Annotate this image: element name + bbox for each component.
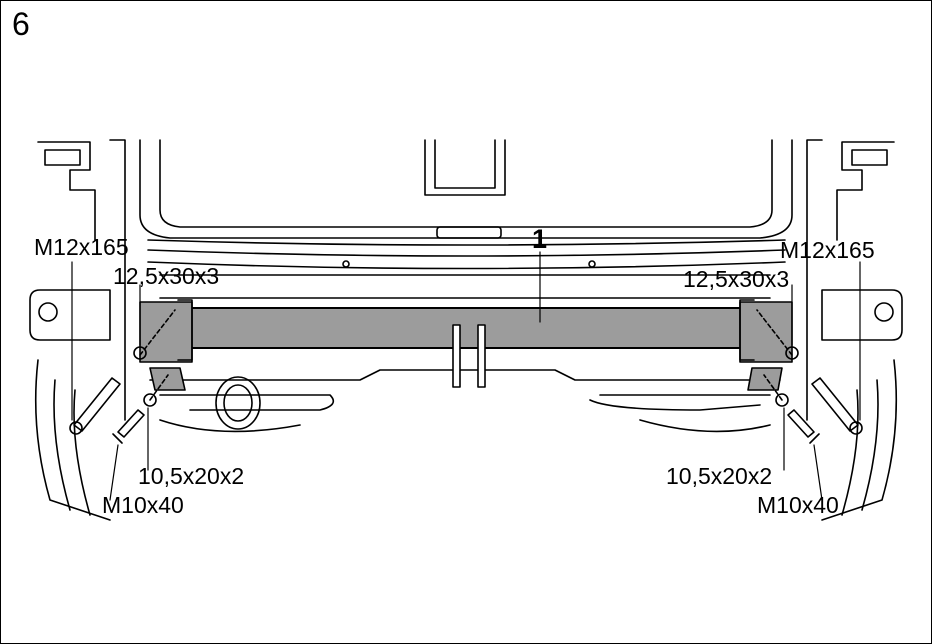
bolt-long-left-label: M12x165 [34,234,129,260]
underbody [149,369,781,433]
washer-large-left-label: 12,5x30x3 [113,263,220,289]
washer-small-right-label: 10,5x20x2 [666,463,773,489]
step-number: 6 [12,6,30,42]
bumper [147,239,786,299]
right-body-side [806,139,903,521]
bolt-short-left-label: M10x40 [102,492,184,518]
left-fasteners [69,309,176,444]
left-body-side [29,139,126,521]
tailgate [139,139,793,239]
right-fasteners [756,309,863,444]
leader-lines [71,251,861,501]
part-number-label: 1 [532,224,548,254]
washer-small-left-label: 10,5x20x2 [138,463,245,489]
tow-bar [139,299,793,391]
washer-large-right-label: 12,5x30x3 [683,266,790,292]
bolt-short-right-label: M10x40 [757,492,839,518]
bolt-long-right-label: M12x165 [780,237,875,263]
